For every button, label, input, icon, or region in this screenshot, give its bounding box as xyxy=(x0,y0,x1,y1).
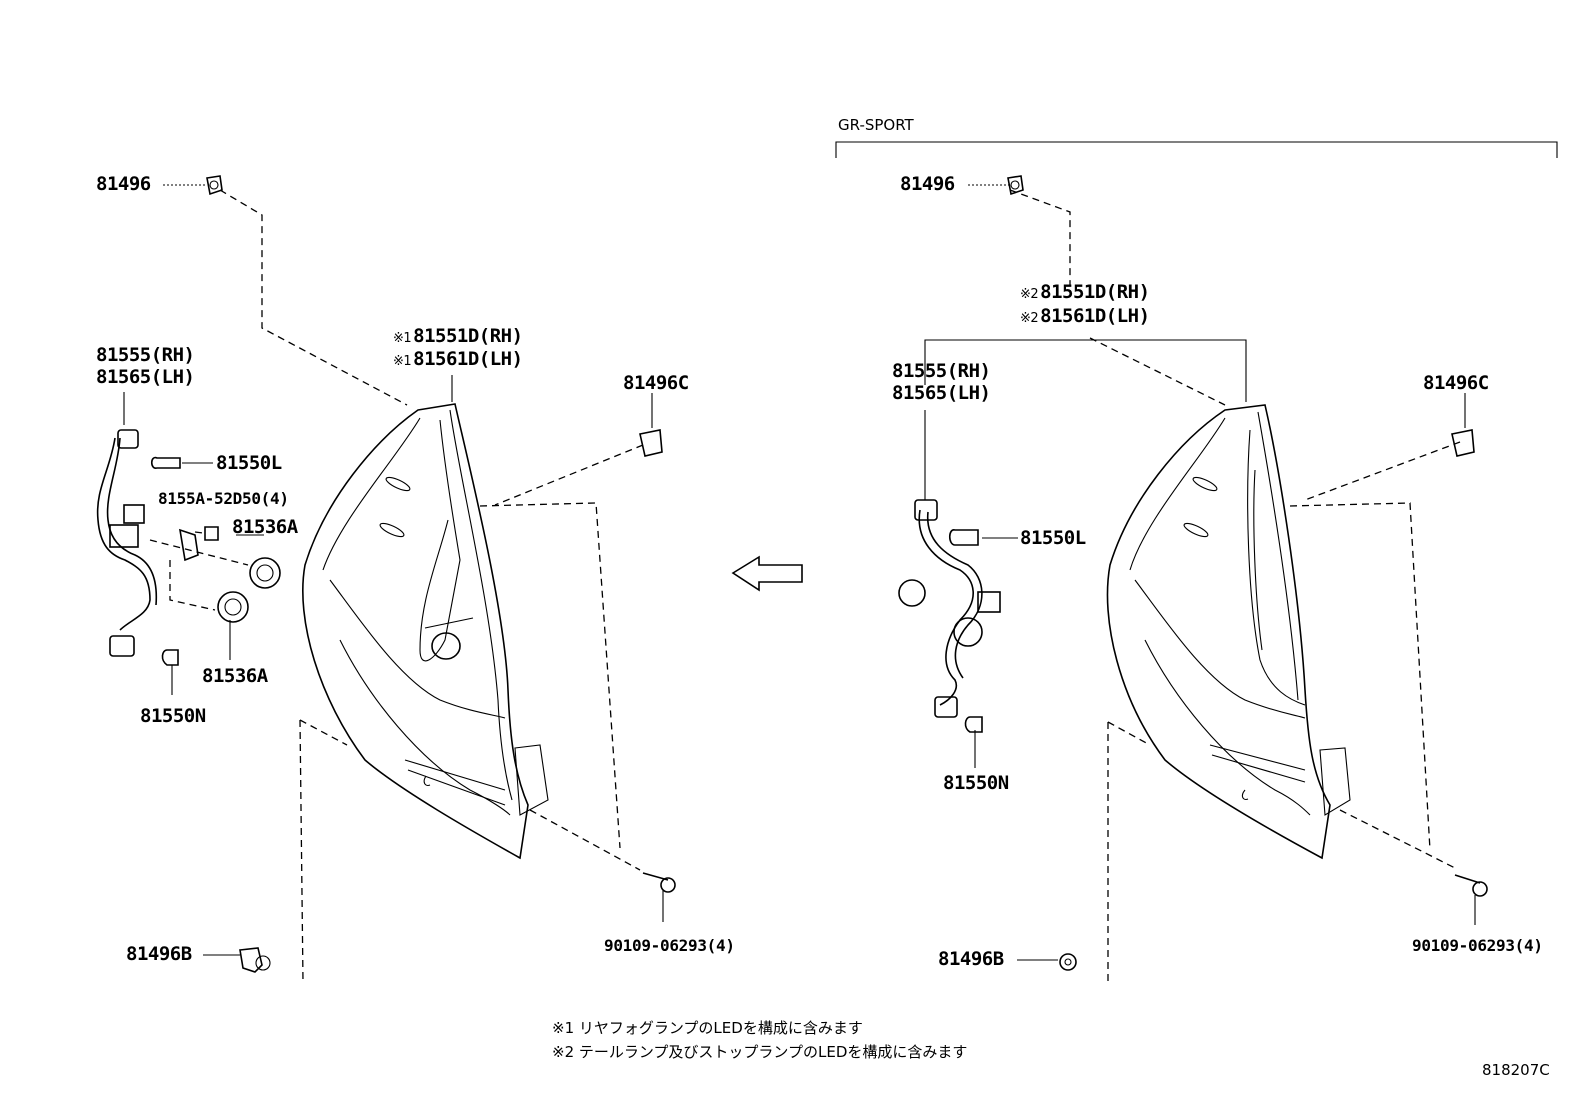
gr-sport-bracket xyxy=(835,141,1558,158)
direction-arrow-icon xyxy=(731,555,803,592)
right-socket-lh-label: 81565(LH) xyxy=(892,382,991,404)
left-lamp-mark-rh: ※1 xyxy=(393,331,412,346)
left-leader-lines xyxy=(123,184,664,956)
note-1: ※1 リヤフォグランプのLEDを構成に含みます xyxy=(552,1019,863,1037)
section-label: GR-SPORT xyxy=(838,116,914,134)
left-bolt-label: 90109-06293(4) xyxy=(604,936,735,955)
right-lamp-mark-rh: ※2 xyxy=(1020,287,1039,302)
right-bolt-label: 90109-06293(4) xyxy=(1412,936,1543,955)
right-dashed-lines xyxy=(1009,189,1461,982)
left-socket-lh-label: 81565(LH) xyxy=(96,366,195,388)
left-dashed-lines xyxy=(149,189,644,983)
right-bulb-l-label: 81550L xyxy=(1020,527,1086,549)
left-clip-side-label: 81496C xyxy=(623,372,689,394)
figure-number: 818207C xyxy=(1482,1061,1550,1079)
left-bulb-l-label: 81550L xyxy=(216,452,282,474)
right-lamp-rh-text: 81551D(RH) xyxy=(1040,281,1150,303)
right-lamp-lh-text: 81561D(LH) xyxy=(1040,305,1150,327)
left-clip-bottom-label: 81496B xyxy=(126,943,192,965)
left-lamp-mark-lh: ※1 xyxy=(393,354,412,369)
left-grommet-a2-label: 81536A xyxy=(202,665,268,687)
right-clip-bottom-label: 81496B xyxy=(938,948,1004,970)
right-clip-side-label: 81496C xyxy=(1423,372,1489,394)
left-clip-top-label: 81496 xyxy=(96,173,151,195)
left-grommet-a1-label: 81536A xyxy=(232,516,298,538)
left-small-parts xyxy=(96,175,676,973)
right-socket-rh-label: 81555(RH) xyxy=(892,360,991,382)
left-lamp-assembly xyxy=(302,403,549,860)
right-lamp-assembly xyxy=(1106,404,1351,860)
right-small-parts xyxy=(898,175,1488,971)
right-leader-lines xyxy=(924,184,1476,961)
left-lamp-lh-text: 81561D(LH) xyxy=(413,348,523,370)
note-2: ※2 テールランプ及びストップランプのLEDを構成に含みます xyxy=(552,1043,968,1061)
left-bulb-n-label: 81550N xyxy=(140,705,206,727)
left-screw-label: 8155A-52D50(4) xyxy=(158,489,289,508)
right-clip-top-label: 81496 xyxy=(900,173,955,195)
right-bulb-n-label: 81550N xyxy=(943,772,1009,794)
left-lamp-rh-text: 81551D(RH) xyxy=(413,325,523,347)
left-socket-rh-label: 81555(RH) xyxy=(96,344,195,366)
right-lamp-mark-lh: ※2 xyxy=(1020,311,1039,326)
